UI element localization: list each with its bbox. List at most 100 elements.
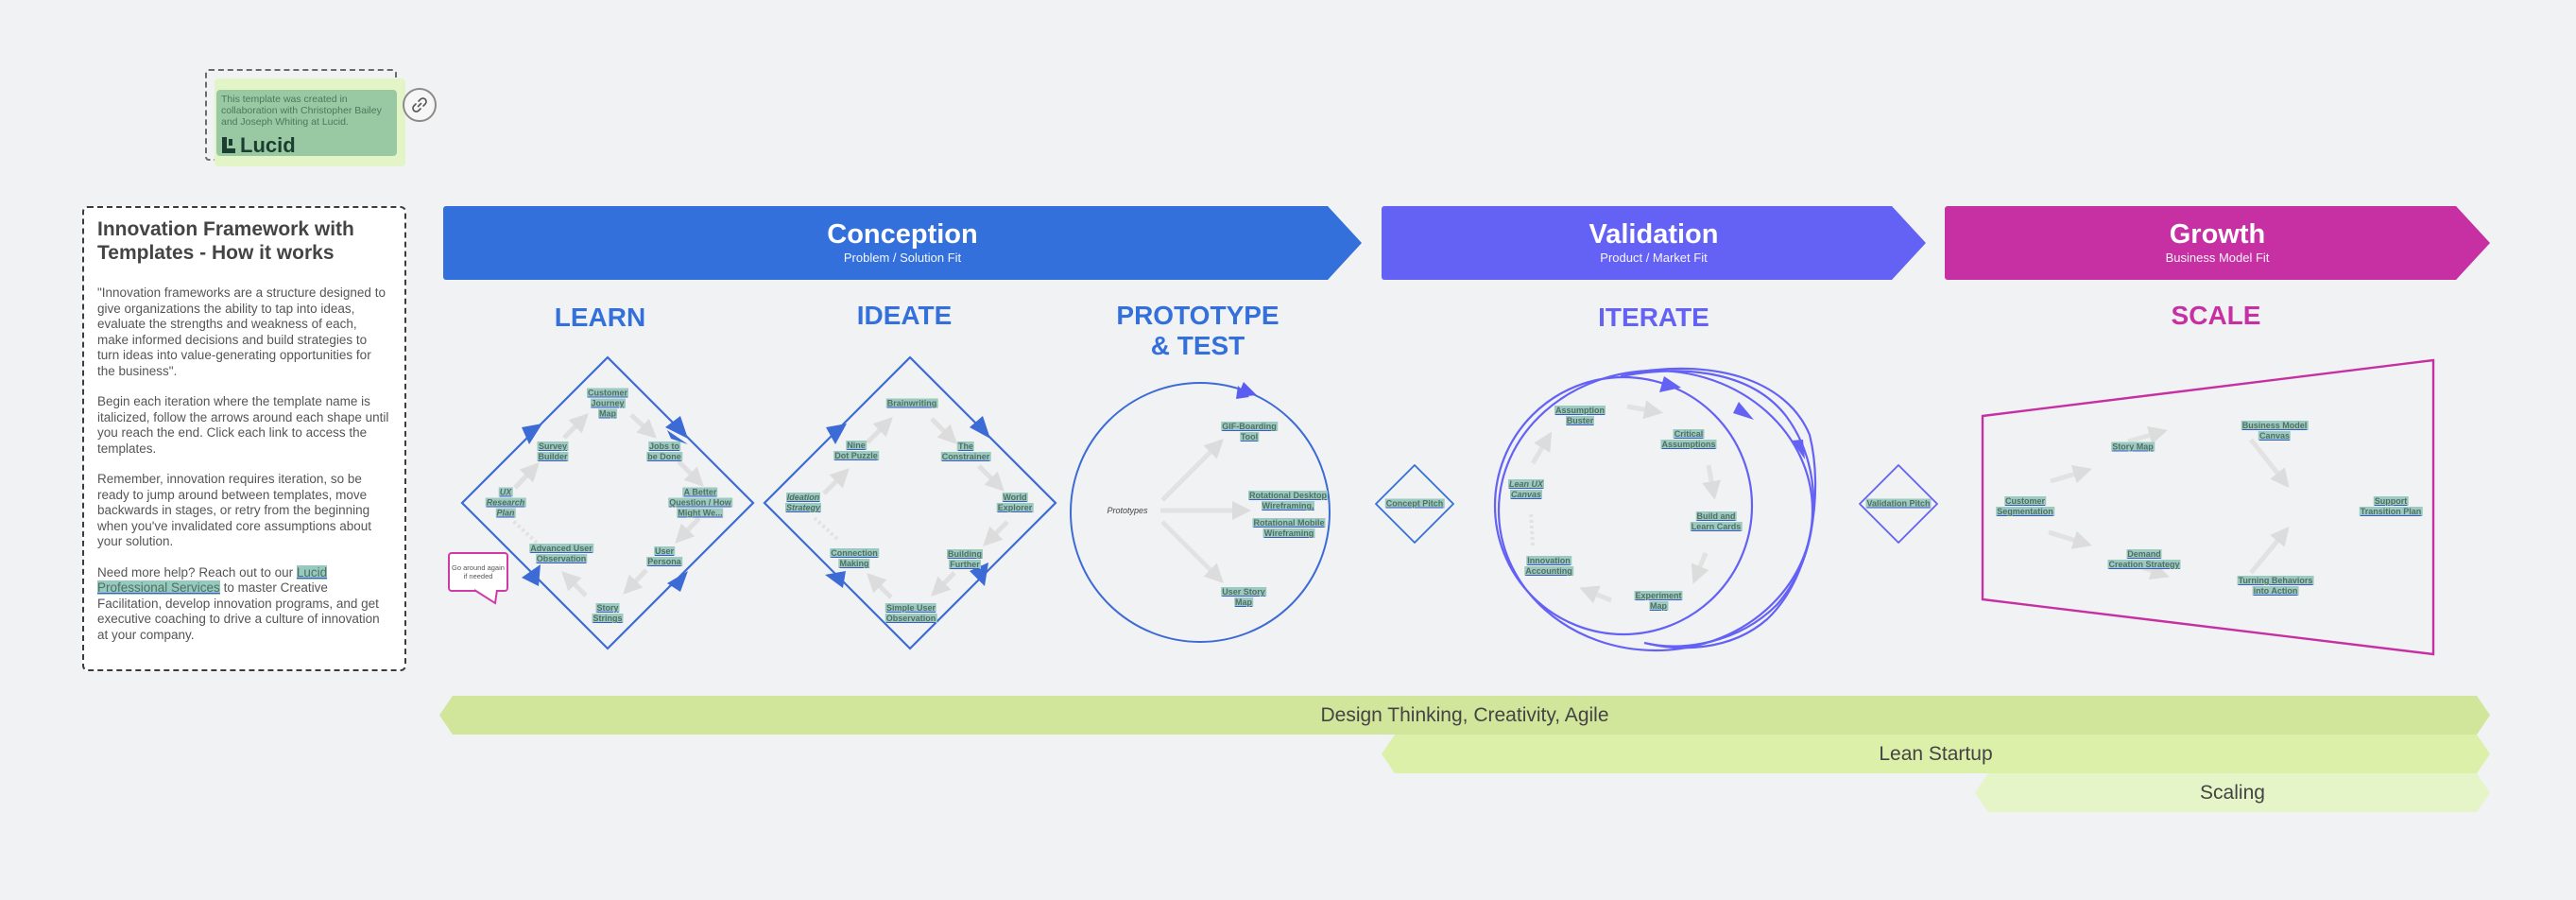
node-label-line[interactable]: Persona — [646, 557, 682, 566]
node-label-line[interactable]: Buster — [1565, 416, 1595, 425]
node-label-line[interactable]: Map — [1234, 597, 1253, 607]
node-label-line[interactable]: Turning Behaviors — [2237, 576, 2314, 585]
node-label-line[interactable]: Demand — [2126, 549, 2162, 559]
node-label-line[interactable]: Concept Pitch — [1384, 498, 1445, 509]
node-label-line[interactable]: Learn Cards — [1690, 522, 1743, 531]
node-label-line[interactable]: Nine — [846, 441, 867, 450]
node-label-line[interactable]: Brainwriting — [885, 398, 938, 408]
node-label-line[interactable]: Tool — [1239, 432, 1260, 441]
node-label-line[interactable]: Simple User — [884, 603, 937, 613]
node-label-line[interactable]: Story Map — [2111, 441, 2155, 452]
node-label-line[interactable]: Observation — [884, 614, 937, 623]
node-label-line[interactable]: Wireframing, — [1261, 501, 1315, 511]
node-label-line[interactable]: Journey — [590, 398, 626, 408]
node-label-line[interactable]: Plan — [495, 508, 516, 518]
node-label-line[interactable]: Further — [949, 560, 981, 569]
node-label-line[interactable]: Strings — [592, 614, 624, 623]
node-label-line[interactable]: Explorer — [996, 503, 1034, 512]
node-label-line[interactable]: The — [956, 441, 975, 451]
node-label-line[interactable]: A Better — [682, 487, 718, 497]
link-button[interactable] — [403, 88, 437, 122]
node-label-line[interactable]: World — [1002, 493, 1028, 502]
node-label-line[interactable]: Advanced User — [529, 544, 593, 553]
node-label-line[interactable]: Creation Strategy — [2107, 560, 2181, 569]
node-label-line[interactable]: Making — [838, 559, 870, 568]
node-label-line[interactable]: Business Model — [2241, 421, 2309, 430]
node-label-line[interactable]: Observation — [535, 554, 588, 563]
node-label-line[interactable]: Rotational Mobile — [1252, 518, 1326, 528]
node-label-line[interactable]: Story — [595, 603, 620, 613]
node-label-line[interactable]: Map — [597, 408, 617, 419]
node-label-line[interactable]: Building — [947, 549, 983, 559]
node-label-line[interactable]: Segmentation — [1996, 507, 2054, 516]
node-concept-pitch[interactable]: Concept Pitch — [1384, 498, 1445, 510]
node-label-line[interactable]: Accounting — [1524, 566, 1573, 576]
node-label-line[interactable]: Assumption — [1554, 406, 1606, 415]
node-label-line[interactable]: Ideation — [785, 493, 821, 502]
node-label-line[interactable]: Constrainer — [940, 452, 991, 461]
node-label-line[interactable]: Wireframing — [1262, 528, 1315, 538]
node-label-line[interactable]: Research — [485, 497, 526, 508]
node-label-line[interactable]: Might We... — [677, 508, 724, 518]
node-label-line[interactable]: be Done — [646, 452, 682, 461]
node-label-line[interactable]: into Action — [2252, 586, 2299, 596]
node-label-line[interactable]: Critical — [1673, 429, 1705, 439]
node-label-line[interactable]: Connection — [830, 548, 879, 558]
node-label-line[interactable]: Customer — [586, 388, 629, 398]
node-validation-pitch[interactable]: Validation Pitch — [1865, 498, 1932, 510]
node-label-line[interactable]: Assumptions — [1660, 440, 1717, 449]
node-label-line[interactable]: Jobs to — [647, 441, 681, 451]
node-label-line[interactable]: Question / How — [668, 497, 732, 508]
node-label-line[interactable]: Map — [1649, 601, 1668, 611]
node-label-line[interactable]: Canvas — [2258, 431, 2292, 441]
node-label-line[interactable]: Builder — [537, 452, 569, 461]
node-label-line[interactable]: Strategy — [784, 503, 822, 512]
node-label-line[interactable]: Rotational Desktop — [1247, 491, 1329, 500]
node-label-line[interactable]: User Story — [1221, 587, 1266, 597]
node-story-map[interactable]: Story Map — [2111, 441, 2155, 453]
node-label-line[interactable]: Transition Plan — [2359, 507, 2423, 516]
node-label-line[interactable]: UX — [498, 487, 513, 497]
node-label-line[interactable]: Support — [2373, 496, 2409, 506]
node-label-line[interactable]: GIF-Boarding — [1221, 422, 1278, 431]
node-label-line[interactable]: Lean UX — [1507, 479, 1545, 489]
node-label-line[interactable]: Build and — [1695, 511, 1737, 521]
node-label-line[interactable]: Innovation — [1526, 556, 1571, 565]
node-label-line[interactable]: Survey — [537, 441, 569, 451]
node-label-line[interactable]: Canvas — [1509, 490, 1543, 499]
node-label-line[interactable]: Dot Puzzle — [833, 451, 879, 460]
node-label-line[interactable]: Customer — [2003, 496, 2047, 506]
node-label-line[interactable]: Validation Pitch — [1865, 498, 1932, 509]
node-label-line[interactable]: Experiment — [1634, 591, 1683, 600]
node-label-line[interactable]: User — [653, 546, 675, 556]
